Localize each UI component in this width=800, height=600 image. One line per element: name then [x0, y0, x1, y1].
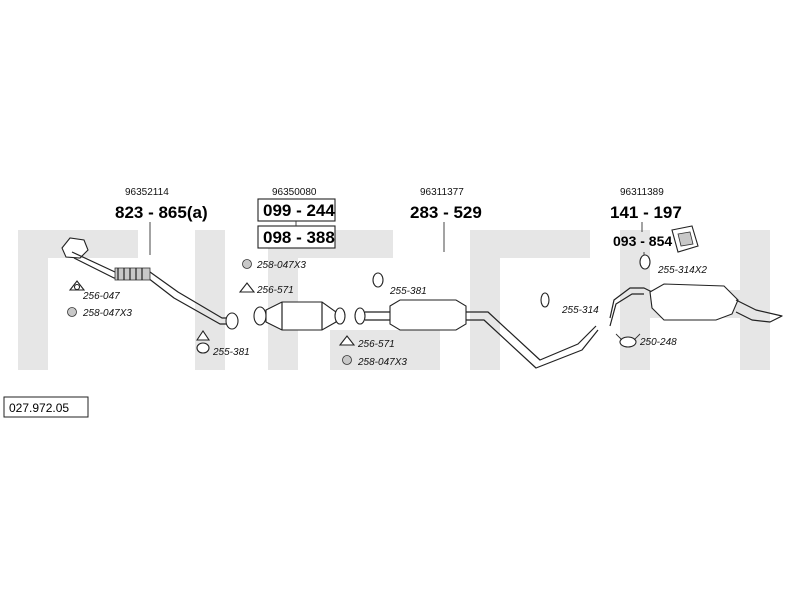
heat-shield-inner: [677, 231, 694, 247]
centre-silencer-part: [354, 299, 599, 369]
accessory-label: 256-047: [82, 291, 120, 302]
accessory-label: 255-381: [389, 286, 427, 297]
nut-icon: [342, 355, 352, 365]
rubber-mount-icon: [540, 292, 550, 308]
part-number-front-pipe: 823 - 865(a): [115, 203, 208, 222]
accessory-label: 258-047X3: [256, 260, 306, 271]
seal-ring-icon: [196, 342, 210, 354]
nut-icon: [242, 259, 252, 269]
part-number-rear-silencer-mount: 093 - 854: [613, 233, 672, 249]
accessory-label: 256-571: [357, 339, 395, 350]
rubber-mount-icon: [639, 254, 651, 270]
catalyst-outlet-flange: [334, 307, 346, 325]
gasket-icon: [195, 330, 211, 341]
rear-silencer-part: [609, 283, 783, 327]
catalyst-inlet-flange: [253, 306, 267, 326]
oem-number-front-pipe: 96352114: [125, 187, 169, 198]
oem-number-catalyst: 96350080: [272, 187, 317, 198]
gasket-hole-icon: [73, 283, 81, 291]
front-pipe-end-flange: [225, 312, 239, 330]
reference-code: 027.972.05: [9, 401, 69, 415]
accessory-label: 256-571: [256, 285, 294, 296]
part-box-catalyst-2: [257, 225, 336, 249]
part-number-centre-silencer: 283 - 529: [410, 203, 482, 222]
catalyst-part: [253, 301, 346, 331]
catalyst-body: [265, 301, 337, 331]
accessory-label: 250-248: [639, 337, 677, 348]
oem-number-centre-silencer: 96311377: [420, 187, 464, 198]
part-number-catalyst-2: 098 - 388: [263, 228, 335, 247]
accessory-label: 255-314: [561, 305, 599, 316]
gasket-icon: [338, 335, 356, 346]
accessory-label: 255-381: [212, 347, 250, 358]
flex-joint: [114, 267, 151, 281]
reference-code-box: [3, 396, 89, 418]
centre-pipe-flange: [354, 307, 366, 325]
accessory-label: 258-047X3: [357, 357, 407, 368]
accessory-label: 258-047X3: [82, 308, 132, 319]
accessory-label: 255-314X2: [657, 265, 707, 276]
nut-icon: [67, 307, 77, 317]
centre-silencer-body: [389, 299, 467, 331]
oem-number-rear-silencer: 96311389: [620, 187, 664, 198]
part-number-catalyst-1: 099 - 244: [263, 201, 335, 220]
front-pipe-flange: [61, 237, 89, 259]
gasket-icon: [238, 282, 256, 293]
front-pipe-part: [61, 237, 239, 330]
rear-silencer-body: [649, 283, 739, 321]
part-box-catalyst-1: [257, 198, 336, 222]
part-number-rear-silencer: 141 - 197: [610, 203, 682, 222]
seal-ring-icon: [372, 272, 384, 288]
clamp-icon: [619, 336, 637, 348]
